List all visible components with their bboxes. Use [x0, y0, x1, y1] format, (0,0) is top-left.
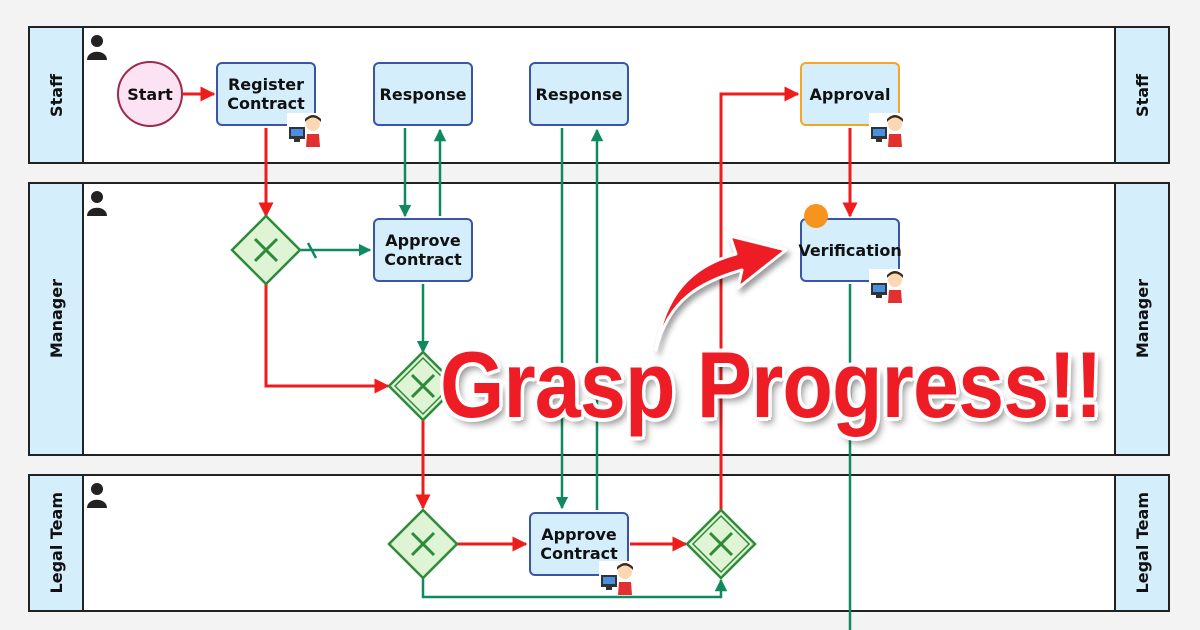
- person-icon: [87, 35, 107, 60]
- task-approval[interactable]: Approval: [800, 62, 900, 126]
- lane-label-legal-right: Legal Team: [1114, 476, 1168, 610]
- worker-at-pc-icon: [869, 113, 905, 147]
- worker-at-pc-icon: [869, 269, 905, 303]
- flow-legal-gateway-bypass: [421, 578, 728, 599]
- person-icon: [87, 483, 107, 508]
- exclusive-gateway-merge: [387, 350, 459, 422]
- task-approve-contract-legal[interactable]: Approve Contract: [529, 512, 629, 576]
- task-label: Register Contract: [227, 75, 305, 113]
- flow-default-mark: [306, 242, 318, 259]
- start-event[interactable]: Start: [117, 61, 183, 127]
- lane-staff: Staff Staff: [28, 26, 1170, 164]
- task-label: Response: [535, 84, 623, 104]
- worker-at-pc-icon: [599, 561, 635, 595]
- task-register-contract[interactable]: Register Contract: [216, 62, 316, 126]
- task-response-2[interactable]: Response: [529, 62, 629, 126]
- task-approve-contract-manager[interactable]: Approve Contract: [373, 218, 473, 282]
- task-label: Approval: [809, 84, 891, 104]
- lane-manager: Manager Manager: [28, 182, 1170, 456]
- flow-join-to-approval: [719, 86, 800, 510]
- exclusive-gateway-manager: [230, 214, 302, 286]
- lane-label-staff-right: Staff: [1114, 28, 1168, 162]
- lane-label-manager-left: Manager: [30, 184, 84, 454]
- task-label: Response: [379, 84, 467, 104]
- start-label: Start: [127, 84, 173, 104]
- lane-label-staff-left: Staff: [30, 28, 84, 162]
- worker-at-pc-icon: [287, 113, 323, 147]
- task-label: Verification: [798, 240, 902, 260]
- exclusive-gateway-join: [685, 508, 757, 580]
- headline-text: Grasp Progress!!: [440, 332, 1103, 437]
- task-label: Approve Contract: [384, 231, 462, 269]
- lane-label-manager-right: Manager: [1114, 184, 1168, 454]
- progress-token-dot: [804, 204, 828, 228]
- lane-label-legal-left: Legal Team: [30, 476, 84, 610]
- task-response-1[interactable]: Response: [373, 62, 473, 126]
- task-label: Approve Contract: [540, 525, 618, 563]
- exclusive-gateway-legal: [387, 508, 459, 580]
- person-icon: [87, 191, 107, 216]
- flow-gateway-to-merge: [264, 284, 390, 394]
